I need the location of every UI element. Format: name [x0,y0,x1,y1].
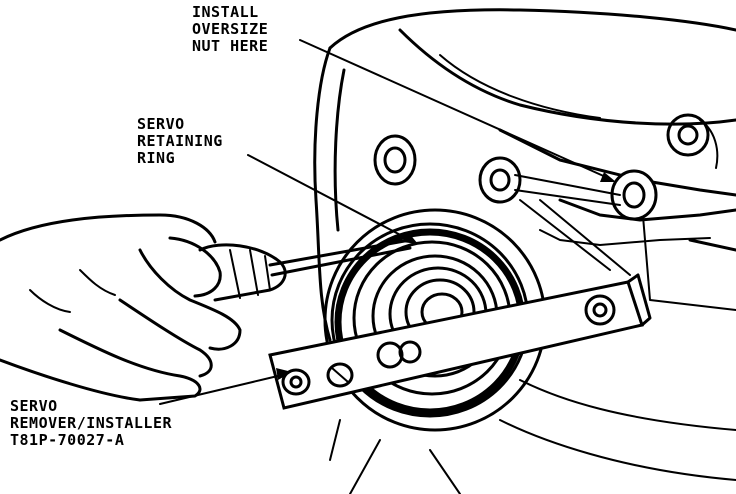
screwdriver [198,238,412,302]
retaining-ring-callout: SERVO RETAINING RING [137,116,223,167]
callout-line: SERVO [10,397,58,415]
callout-line: T81P-70027-A [10,431,125,449]
hand [0,213,242,402]
install-nut-callout: INSTALL OVERSIZE NUT HERE [192,4,268,55]
callout-line: RETAINING [137,132,223,150]
callout-line: INSTALL [192,3,259,21]
callout-line: REMOVER/INSTALLER [10,414,173,432]
leader-lines [159,39,616,405]
transmission-case [313,8,736,494]
callout-line: NUT HERE [192,37,269,55]
servo-tool-callout: SERVO REMOVER/INSTALLER T81P-70027-A [10,398,172,449]
servo-tool-bar [268,273,652,410]
callout-line: OVERSIZE [192,20,269,38]
callout-line: RING [137,149,176,167]
callout-line: SERVO [137,115,185,133]
